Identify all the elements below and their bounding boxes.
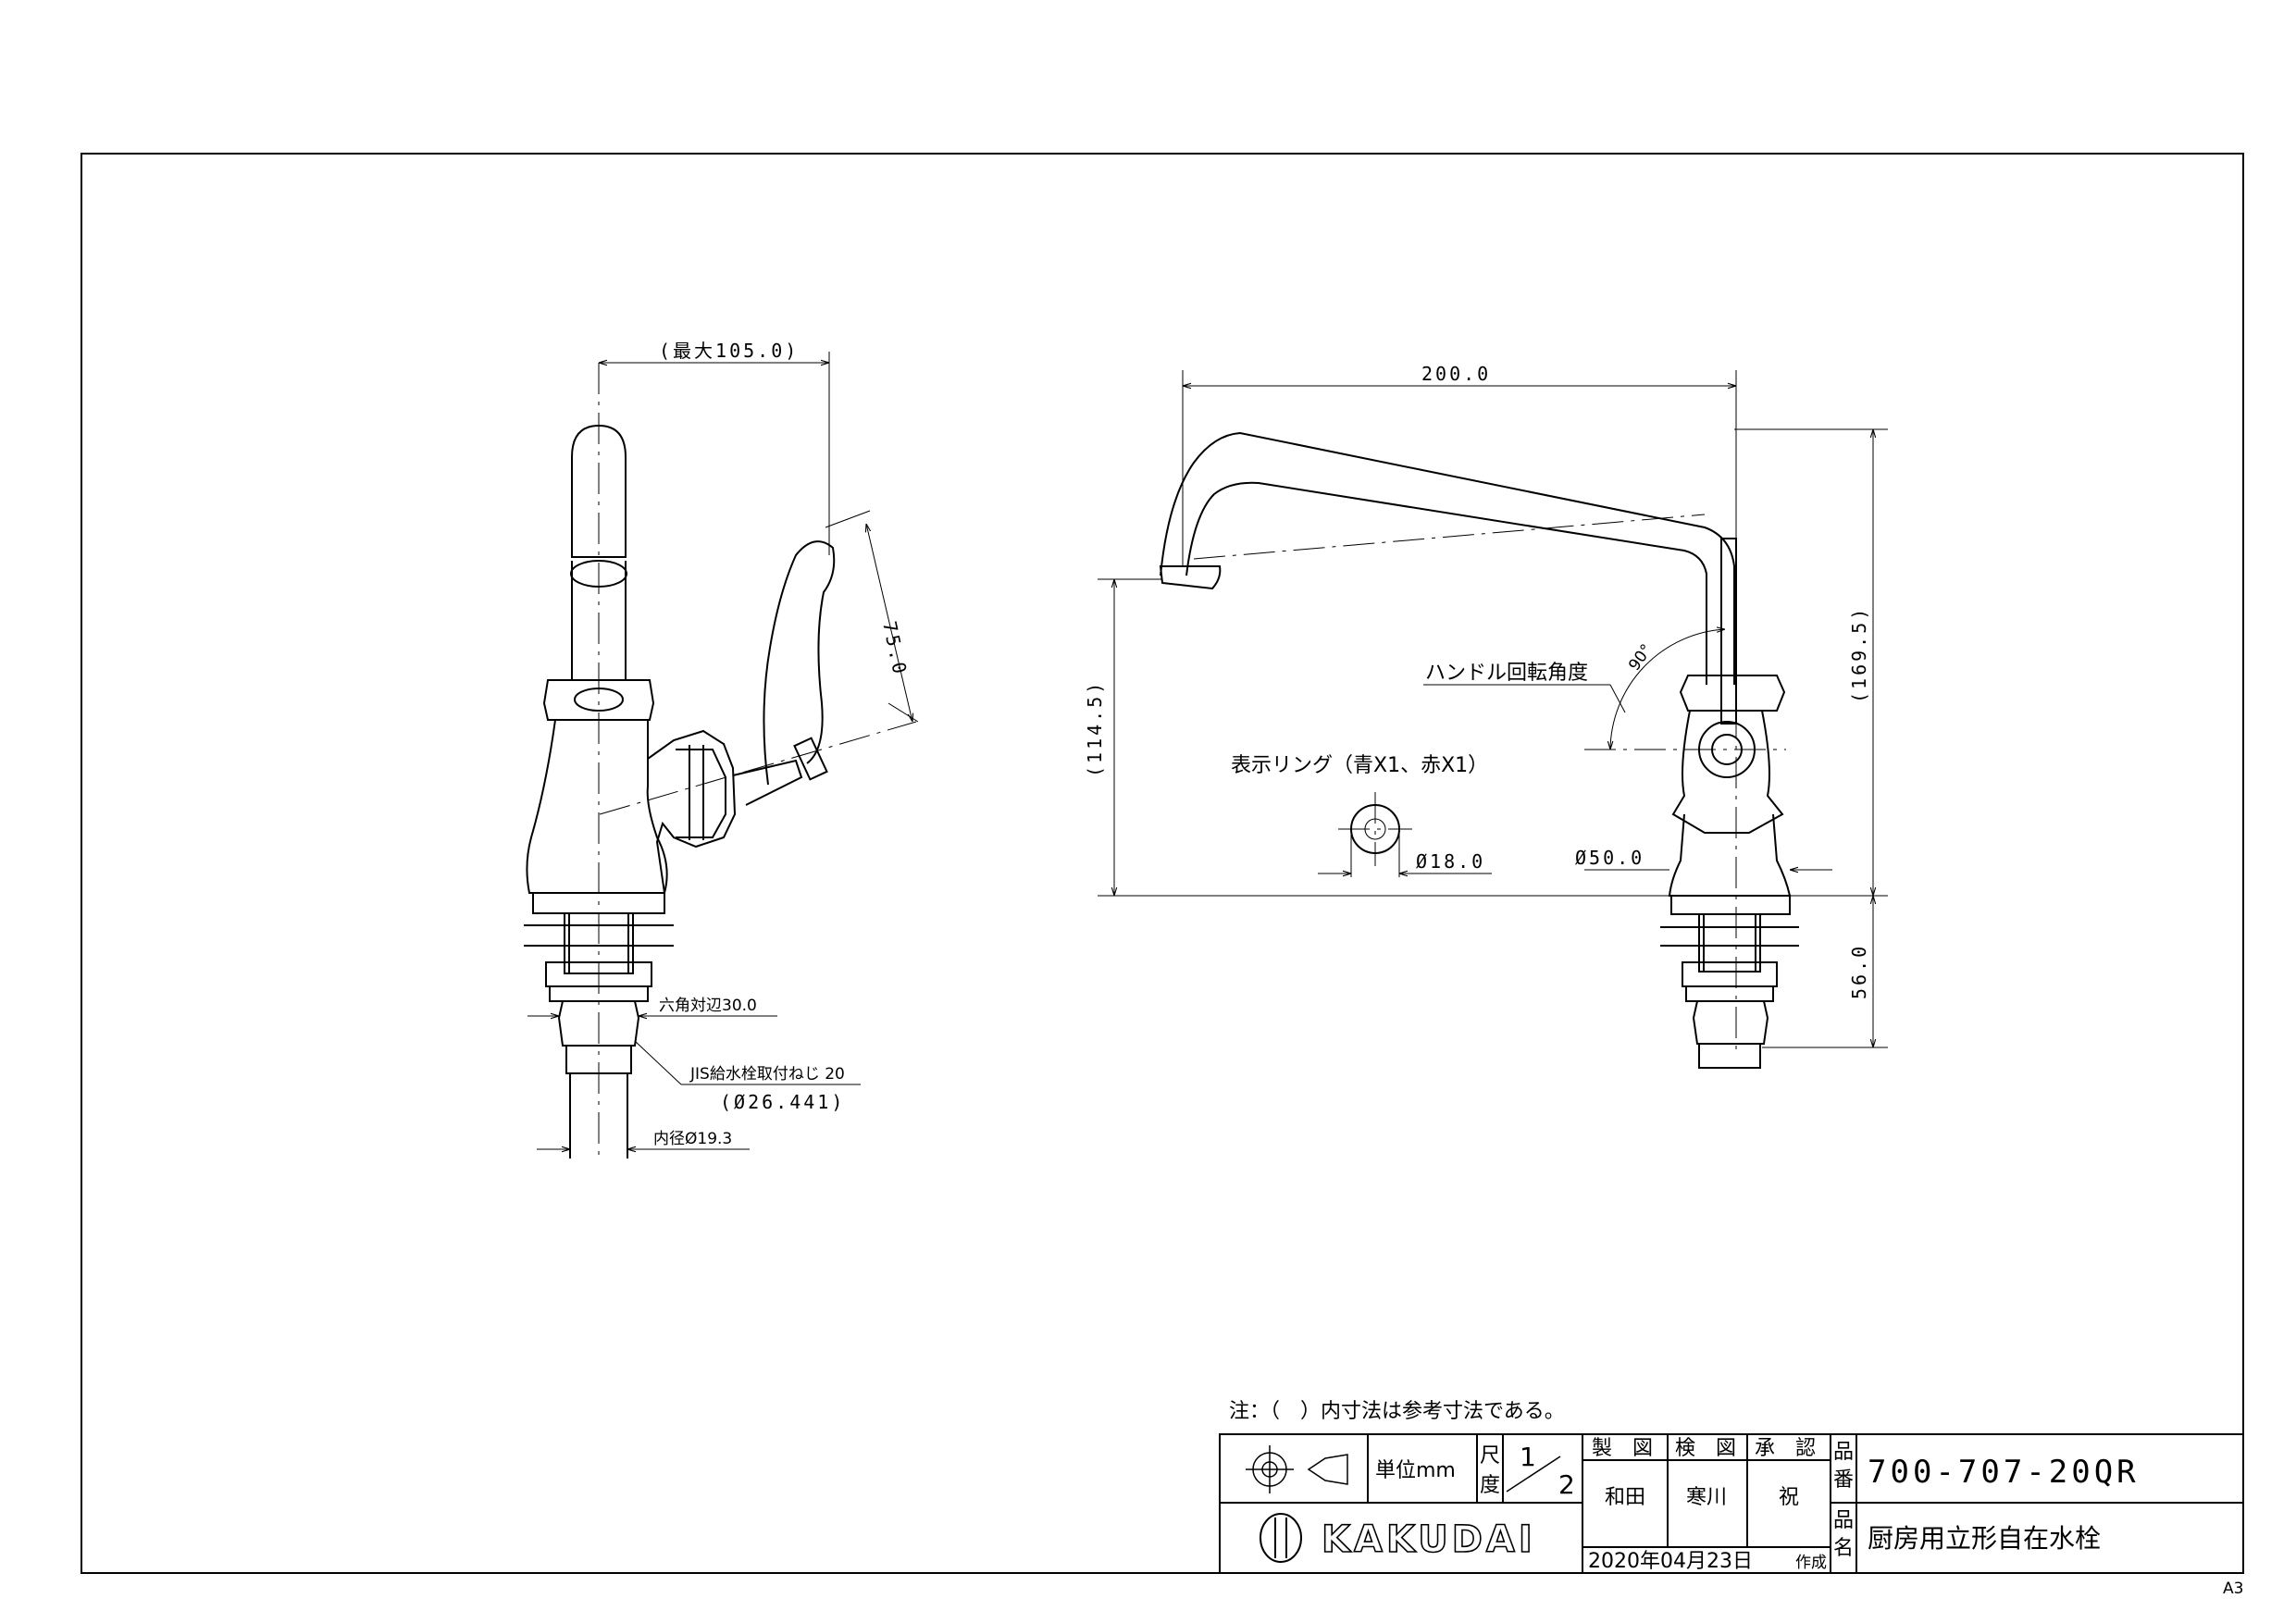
drafted-by-label: 製 図	[1592, 1437, 1653, 1460]
projection-symbol-icon	[1246, 1445, 1348, 1493]
scale-numerator: 1	[1520, 1442, 1536, 1472]
part-number: 700-707-20QR	[1868, 1454, 2140, 1491]
part-number-label-top: 品	[1833, 1441, 1854, 1464]
side-view-dimensions	[527, 352, 919, 1149]
front-view	[1159, 431, 1799, 1069]
thread-diameter-label: (Ø26.441)	[720, 1091, 845, 1113]
handle-angle-value: 90°	[1625, 641, 1657, 675]
drawing-date: 2020年04月23日	[1588, 1550, 1753, 1573]
base-diameter-dim: Ø50.0	[1575, 847, 1644, 869]
ring-diameter-dim: Ø18.0	[1416, 850, 1485, 873]
indicator-ring-label: 表示リング（青X1、赤X1）	[1231, 754, 1488, 777]
part-name: 厨房用立形自在水栓	[1868, 1523, 2101, 1554]
total-height-dim: (169.5)	[1848, 606, 1870, 703]
hex-size-label: 六角対辺30.0	[659, 997, 757, 1015]
part-name-label-bottom: 名	[1833, 1537, 1854, 1560]
created-label: 作成	[1795, 1554, 1827, 1572]
approved-by-label: 承 認	[1755, 1437, 1816, 1460]
drafted-by-name: 和田	[1605, 1486, 1645, 1509]
title-block	[1219, 1433, 2244, 1574]
approved-by-name: 祝	[1779, 1486, 1799, 1509]
kakudai-logo-text: KAKUDAI	[1322, 1518, 1536, 1561]
checked-by-label: 検 図	[1675, 1437, 1736, 1460]
kakudai-logo-icon	[1260, 1513, 1302, 1563]
scale-label-bottom: 度	[1480, 1474, 1500, 1497]
scale-label-top: 尺	[1480, 1444, 1500, 1468]
front-view-dimensions	[1098, 370, 1888, 1048]
spout-height-dim: (114.5)	[1084, 680, 1106, 777]
thread-spec-label: JIS給水栓取付ねじ 20	[689, 1065, 845, 1084]
reference-dimension-note: 注：（ ）内寸法は参考寸法である。	[1229, 1400, 1565, 1423]
sheet-border	[81, 153, 2244, 1574]
inner-diameter-label: 内径Ø19.3	[653, 1130, 732, 1148]
part-name-label-top: 品	[1833, 1509, 1854, 1532]
sheet-size: A3	[2223, 1580, 2243, 1598]
handle-rotation-label: ハンドル回転角度	[1425, 662, 1588, 685]
spout-length-dim: 200.0	[1421, 363, 1491, 385]
shank-length-dim: 56.0	[1848, 944, 1870, 999]
part-number-label-bottom: 番	[1833, 1468, 1854, 1492]
front-view-centerlines	[1193, 407, 1786, 1055]
scale-denominator: 2	[1558, 1469, 1575, 1500]
side-max-reach-dim: (最大105.0)	[659, 340, 799, 362]
side-handle-length-dim: 75.0	[878, 619, 912, 678]
unit-label: 単位mm	[1375, 1459, 1456, 1482]
side-view	[524, 363, 917, 1158]
checked-by-name: 寒川	[1686, 1486, 1727, 1509]
